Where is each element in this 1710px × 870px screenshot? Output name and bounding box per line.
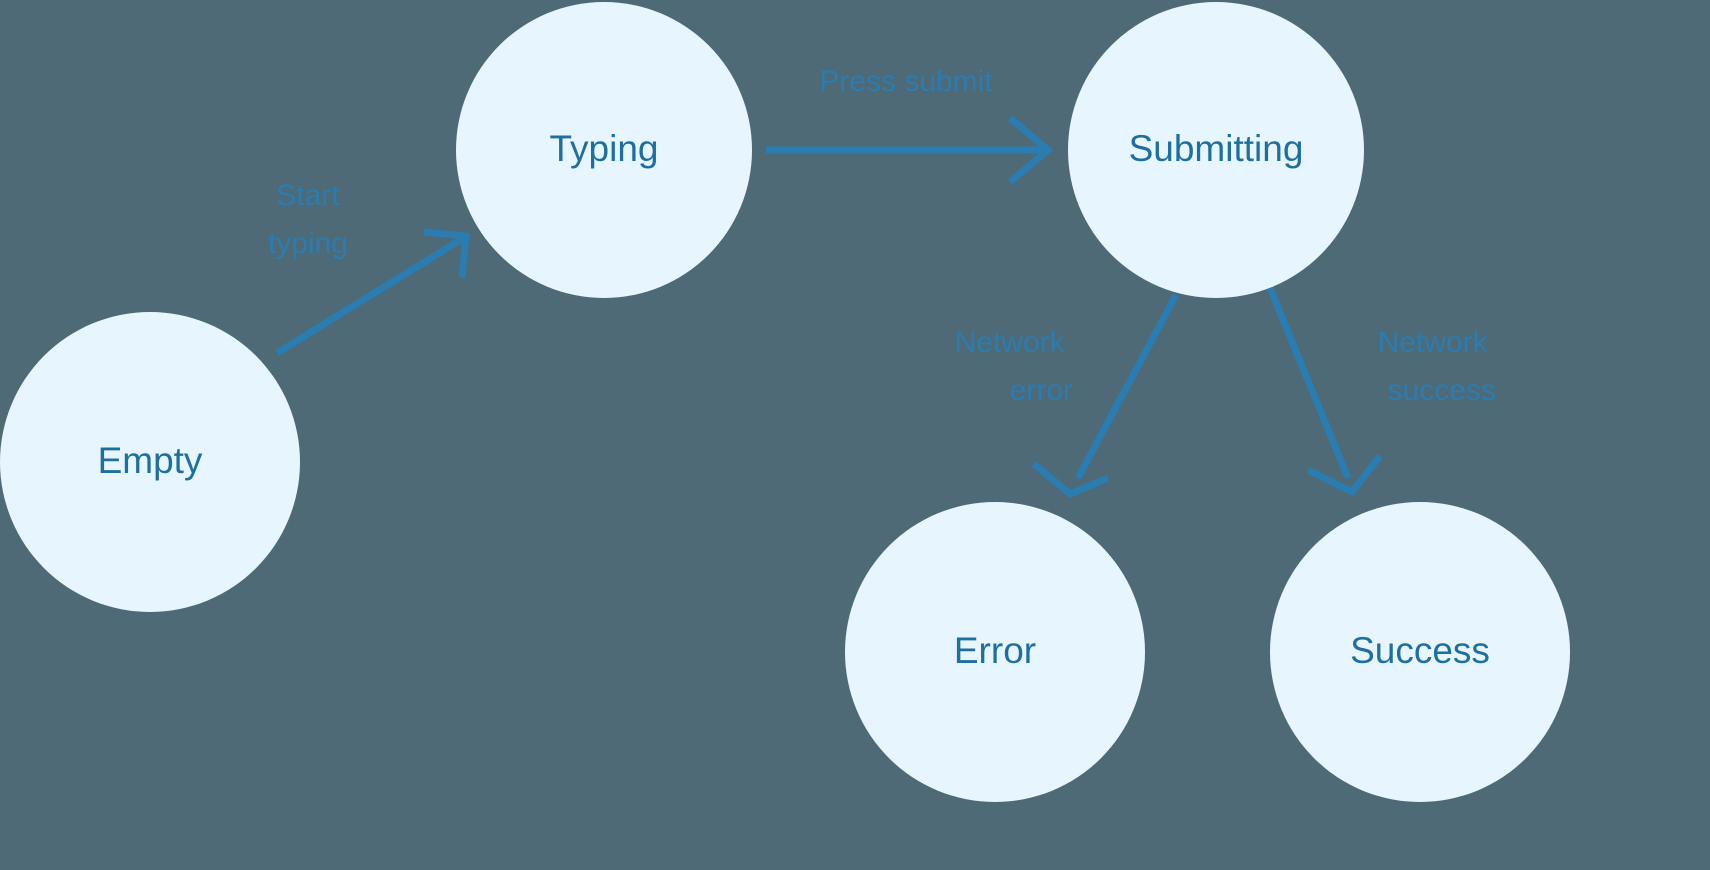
arrowhead-empty-to-typing [423, 228, 470, 279]
edge-label-line: Network [955, 326, 1066, 359]
state-label-submitting: Submitting [1129, 128, 1304, 169]
edge-line-submitting-to-error [1074, 293, 1180, 480]
state-node-empty[interactable]: Empty [0, 312, 300, 612]
arrowhead-submitting-to-error [1031, 461, 1110, 499]
edge-label-line: success [1388, 374, 1496, 407]
edge-label-empty-to-typing: Start typing [268, 179, 348, 260]
edge-typing-to-submitting: Press submit [766, 65, 1054, 185]
state-circle-success[interactable] [1270, 502, 1570, 802]
state-node-typing[interactable]: Typing [456, 2, 752, 298]
state-node-error[interactable]: Error [845, 502, 1145, 802]
edge-label-typing-to-submitting: Press submit [819, 65, 993, 98]
edge-label-line: Network [1378, 326, 1489, 359]
state-label-typing: Typing [549, 128, 658, 169]
edge-label-submitting-to-error: Network error [955, 326, 1073, 407]
edge-label-line: error [1010, 374, 1073, 407]
edge-submitting-to-success: Network success [1266, 286, 1496, 497]
edge-submitting-to-error: Network error [955, 293, 1180, 499]
arrowhead-typing-to-submitting [1007, 115, 1054, 185]
state-circle-empty[interactable] [0, 312, 300, 612]
state-circle-typing[interactable] [456, 2, 752, 298]
edge-label-submitting-to-success: Network success [1378, 326, 1496, 407]
edge-label-line: Press submit [819, 65, 993, 98]
edge-label-line: Start [276, 179, 340, 212]
state-label-empty: Empty [98, 440, 203, 481]
arrowhead-submitting-to-success [1306, 453, 1383, 497]
edge-empty-to-typing: Start typing [268, 179, 470, 356]
state-label-error: Error [954, 630, 1036, 671]
state-node-submitting[interactable]: Submitting [1068, 2, 1364, 298]
edge-line-submitting-to-success [1266, 286, 1352, 480]
state-node-success[interactable]: Success [1270, 502, 1570, 802]
state-label-success: Success [1350, 630, 1490, 671]
state-circle-submitting[interactable] [1068, 2, 1364, 298]
edge-line-empty-to-typing [275, 236, 464, 356]
state-circle-error[interactable] [845, 502, 1145, 802]
edge-label-line: typing [268, 227, 348, 260]
